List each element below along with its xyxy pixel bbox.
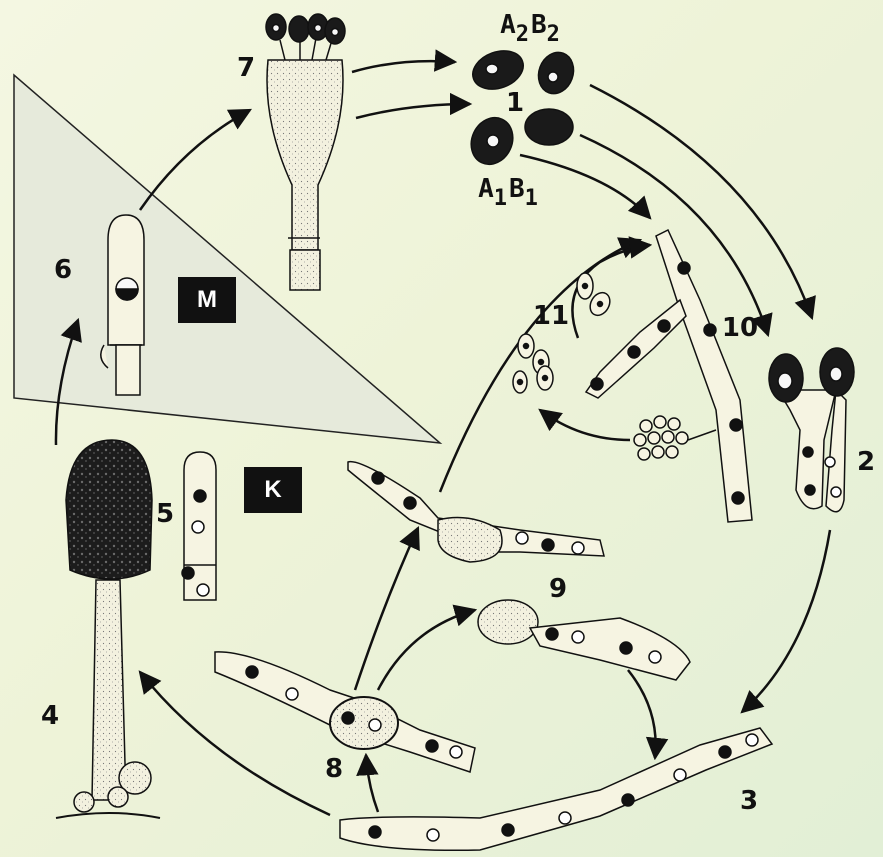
upper-hypha <box>348 462 604 562</box>
arrow-7-to-spores-bottom <box>356 104 470 118</box>
box-label-k: K <box>244 467 302 513</box>
triangle-region-m <box>14 75 440 443</box>
stage-label-8: 8 <box>325 756 343 782</box>
mushroom <box>56 440 160 818</box>
germinating-spores-2 <box>769 348 854 512</box>
arrow-base-to-8 <box>366 755 378 812</box>
genotype-label-a2b2: A2B2 <box>500 12 562 38</box>
cycle-arrows <box>56 61 830 815</box>
arrow-oidia-to-11 <box>540 410 630 440</box>
young-basidium <box>101 215 144 395</box>
dikaryon-segment <box>182 452 216 600</box>
germ-hypha-9 <box>478 600 690 680</box>
stage-label-10: 10 <box>722 315 758 341</box>
spore-hypha-8 <box>215 652 475 772</box>
box-label-m: M <box>178 277 236 323</box>
arrow-8-to-upper-cell <box>355 528 418 690</box>
stage-label-1: 1 <box>506 90 524 116</box>
stage-label-2: 2 <box>857 449 875 475</box>
stage-label-9: 9 <box>549 576 567 602</box>
stage-label-6: 6 <box>54 257 72 283</box>
stage-label-11: 11 <box>533 303 569 329</box>
stage-label-3: 3 <box>740 788 758 814</box>
stage-label-5: 5 <box>156 501 174 527</box>
arrow-spores-to-2 <box>590 85 812 318</box>
arrow-2-to-3 <box>742 530 830 712</box>
genotype-label-a1b1: A1B1 <box>478 176 540 202</box>
stage-label-4: 4 <box>41 703 59 729</box>
arrow-9-to-3 <box>628 670 656 758</box>
arrow-6-to-7 <box>140 110 250 210</box>
arrow-7-to-spores-top <box>352 61 455 72</box>
stage-label-7: 7 <box>237 55 255 81</box>
basidium <box>266 14 345 290</box>
monokaryotic-mycelium-10 <box>586 230 752 522</box>
arrow-8-to-9 <box>378 610 475 690</box>
